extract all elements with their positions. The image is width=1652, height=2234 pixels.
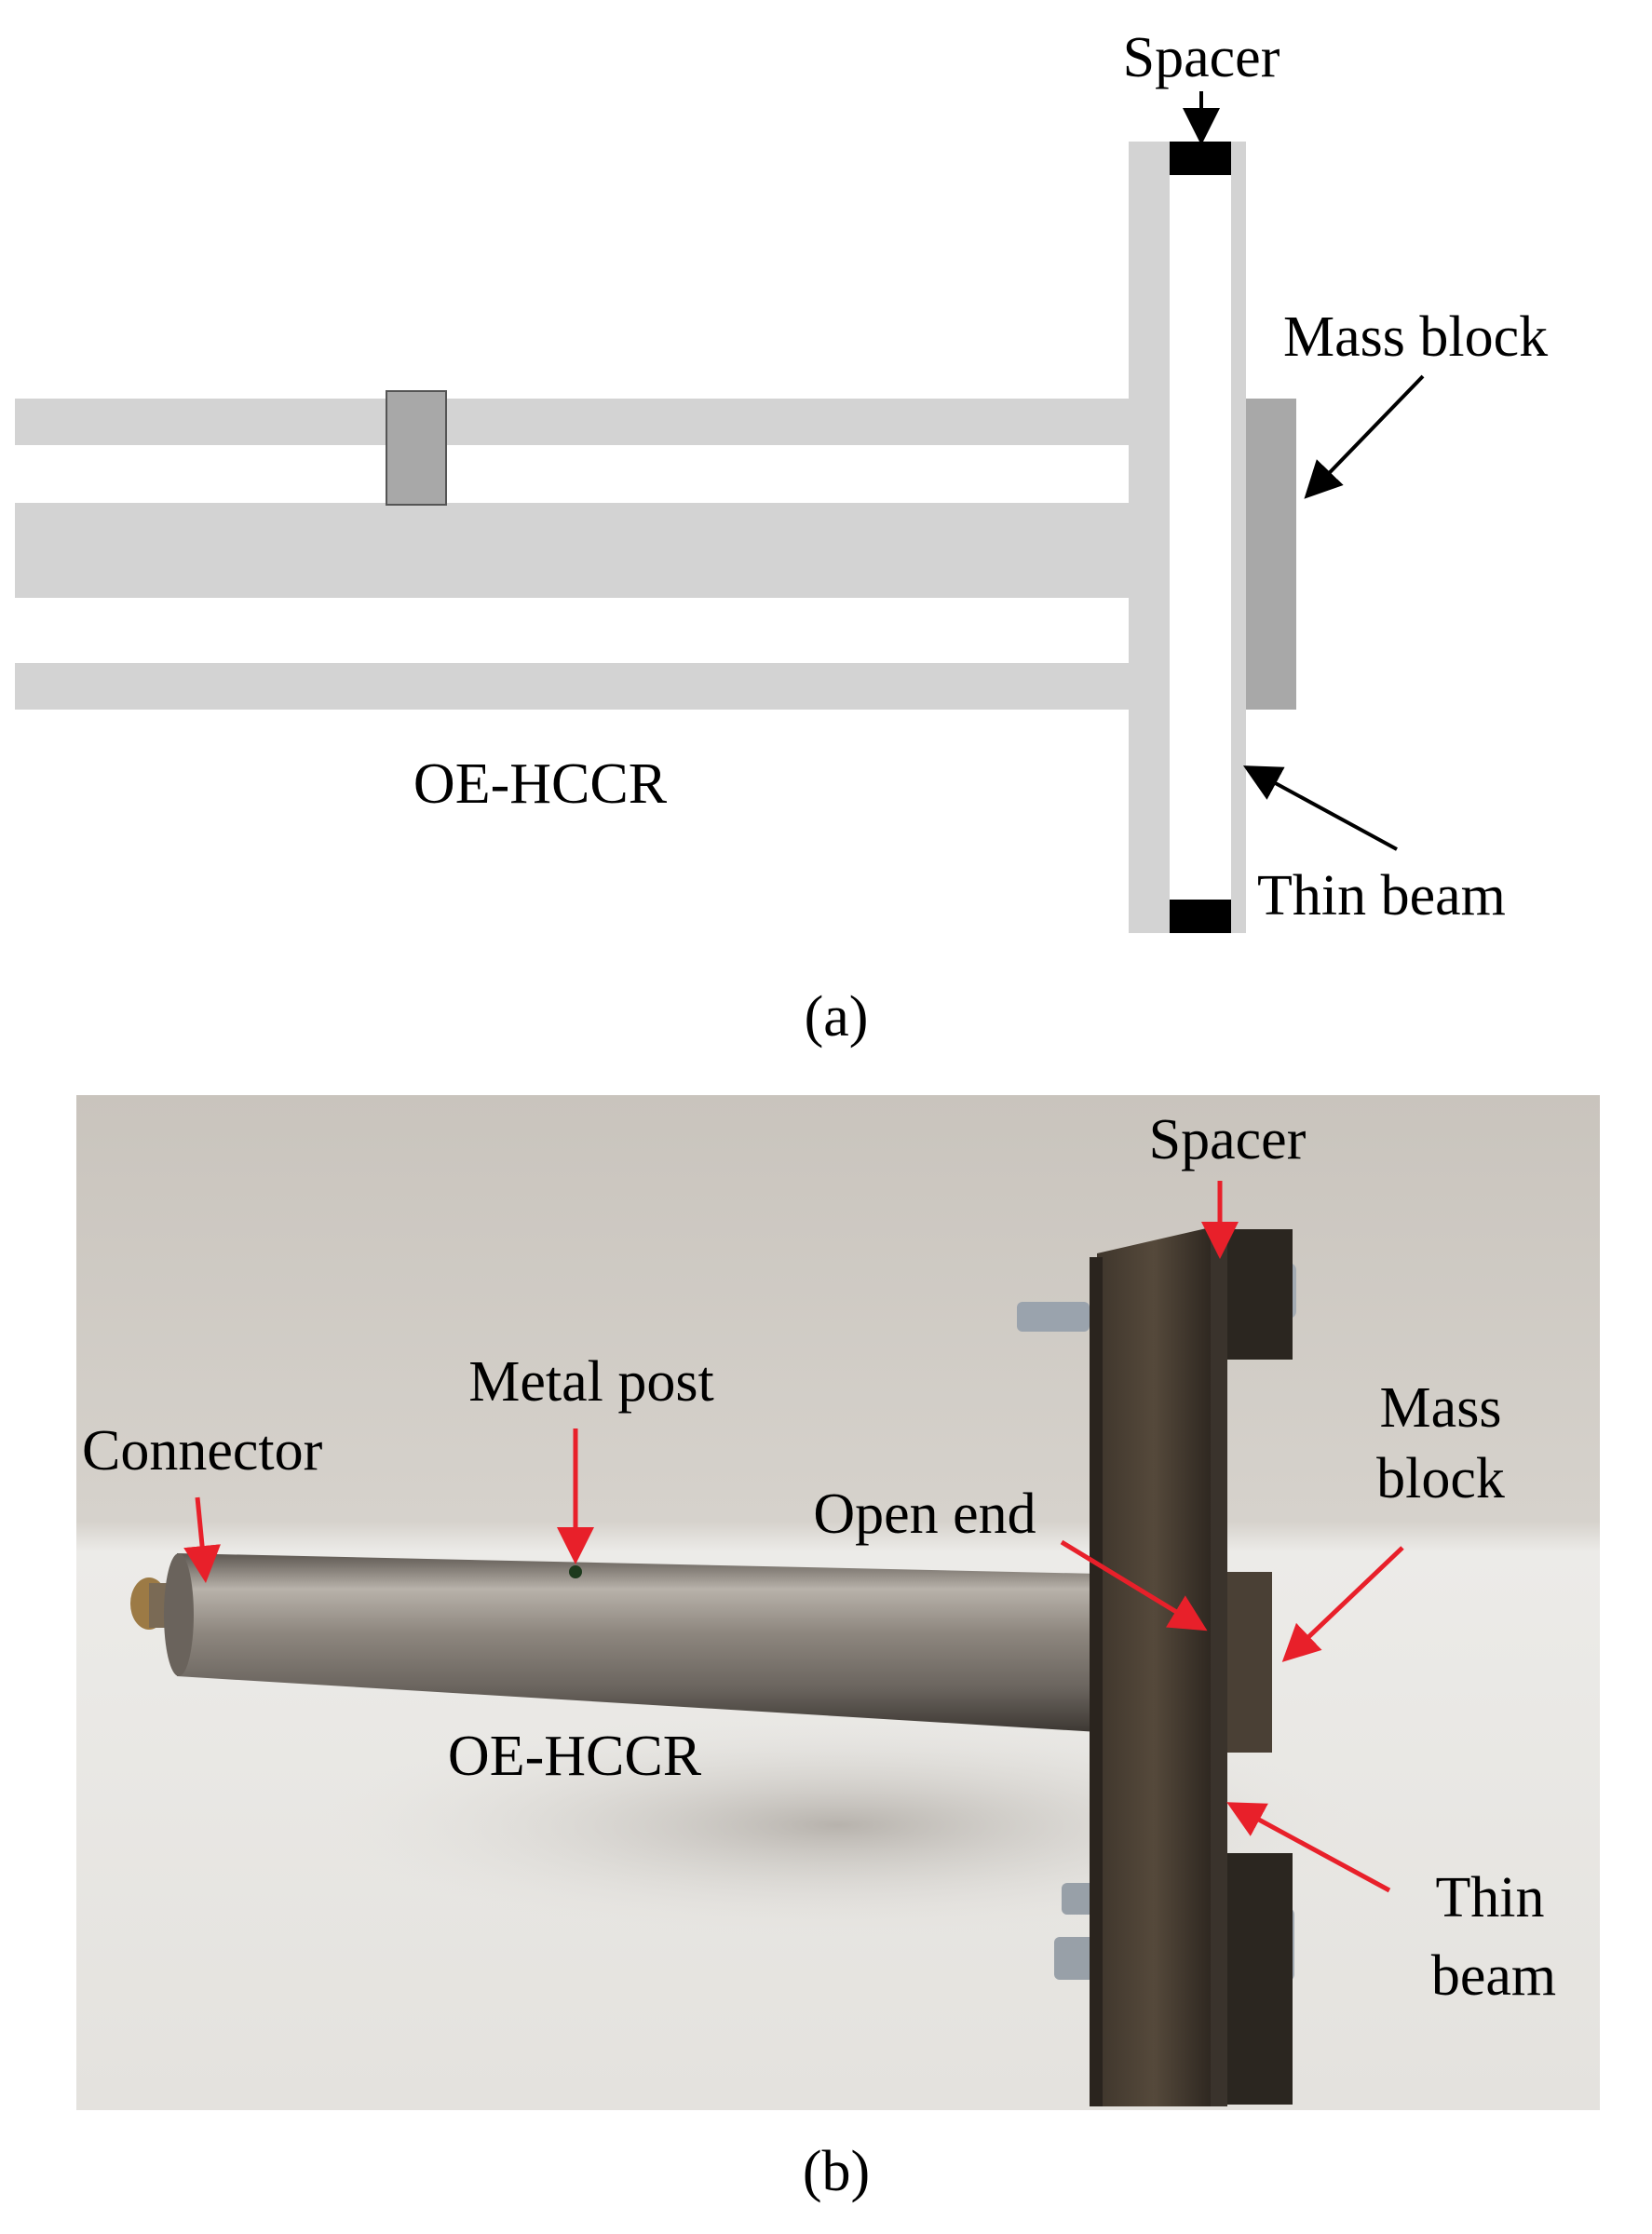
end-plate-edge <box>1090 1257 1103 2106</box>
label-spacer-b: Spacer <box>1149 1108 1307 1171</box>
outer-conductor-bottom <box>15 663 1170 710</box>
end-plate-photo <box>1097 1227 1211 2106</box>
caption-a: (a) <box>805 985 869 1049</box>
spacer-top <box>1170 142 1231 175</box>
arrow-thin-beam-a <box>1242 765 1398 851</box>
spacer-bottom <box>1170 900 1231 933</box>
label-mass-block-line1-b: Mass <box>1380 1376 1502 1440</box>
label-thin-beam-a: Thin beam <box>1257 864 1506 927</box>
metal-tube <box>177 1553 1099 1732</box>
label-mass-block-line2-b: block <box>1376 1447 1505 1510</box>
thin-beam-photo <box>1211 1227 1227 2106</box>
caption-b: (b) <box>803 2140 870 2203</box>
metal-post <box>386 390 447 506</box>
label-metal-post-b: Metal post <box>468 1350 713 1414</box>
inner-conductor <box>15 503 1170 598</box>
label-connector-b: Connector <box>82 1419 323 1483</box>
arrow-open-end-b <box>1060 1539 1208 1631</box>
panel-b-photo: Spacer Metal post Connector Mass block O… <box>76 1095 1600 2110</box>
tube-end <box>164 1553 194 1676</box>
panel-a: Spacer Mass block OE-HCCR Thin beam (a) <box>15 26 1548 1049</box>
metal-post-dot <box>569 1565 582 1578</box>
label-open-end-b: Open end <box>813 1483 1036 1546</box>
spacer-bottom-photo <box>1227 1853 1293 2105</box>
label-thin-beam-line2-b: beam <box>1431 1944 1556 2008</box>
label-spacer-a: Spacer <box>1123 26 1280 89</box>
thin-beam <box>1231 142 1246 933</box>
spacer-top-photo <box>1227 1229 1293 1360</box>
arrow-thin-beam-b <box>1226 1802 1391 1893</box>
outer-conductor-top <box>15 399 1170 445</box>
mass-block-photo <box>1227 1572 1272 1753</box>
bolt-top-left <box>1017 1302 1090 1332</box>
label-oe-hccr-a: OE-HCCR <box>413 752 668 816</box>
end-plate <box>1129 142 1170 933</box>
arrow-connector-b <box>183 1496 221 1583</box>
label-oe-hccr-b: OE-HCCR <box>448 1725 702 1788</box>
label-mass-block-a: Mass block <box>1283 305 1548 369</box>
mass-block <box>1246 399 1296 710</box>
arrow-mass-block-a <box>1304 374 1425 499</box>
arrow-mass-block-b <box>1281 1546 1404 1662</box>
label-thin-beam-line1-b: Thin <box>1435 1866 1544 1929</box>
